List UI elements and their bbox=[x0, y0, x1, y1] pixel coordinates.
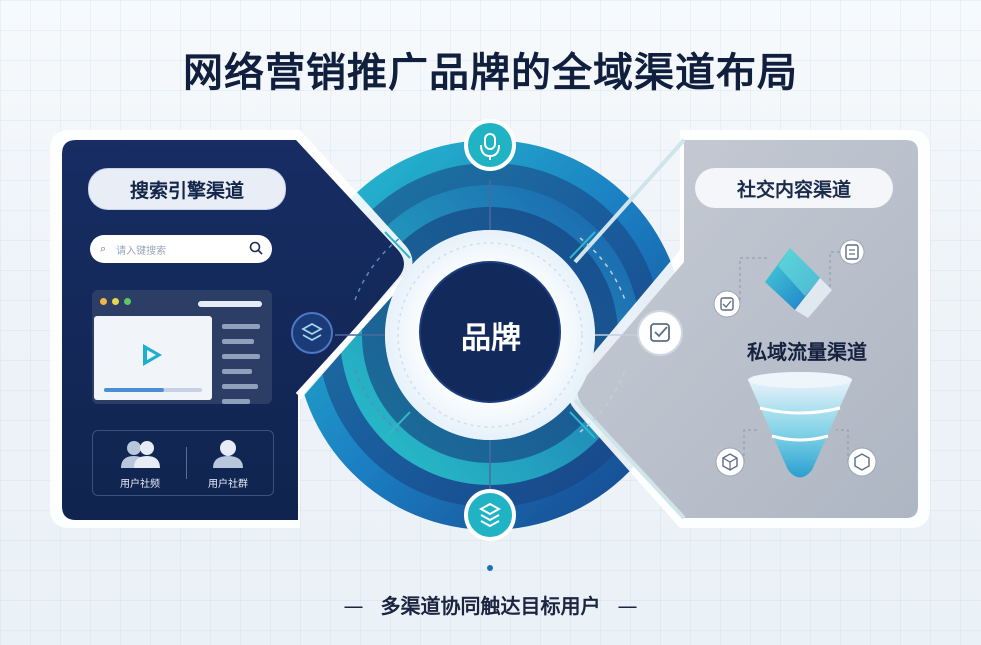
user-item-1[interactable]: 用户社频 bbox=[105, 439, 175, 490]
header-line bbox=[198, 301, 262, 307]
dash-left: — bbox=[343, 594, 364, 618]
stack-icon bbox=[464, 489, 516, 541]
hexagon-cube-icon bbox=[847, 447, 877, 477]
connector-dot bbox=[487, 565, 493, 571]
user-item-2[interactable]: 用户社群 bbox=[193, 439, 263, 490]
user-label-2: 用户社群 bbox=[208, 479, 248, 490]
right-panel bbox=[567, 130, 930, 528]
layers-icon bbox=[291, 312, 333, 354]
social-channel-heading: 社交内容渠道 bbox=[695, 168, 893, 208]
video-screen[interactable] bbox=[94, 316, 212, 400]
private-traffic-label: 私域流量渠道 bbox=[747, 340, 867, 364]
funnel-icon bbox=[748, 372, 852, 478]
search-channel-heading: 搜索引擎渠道 bbox=[88, 168, 286, 210]
user-divider bbox=[186, 447, 187, 479]
footer-tagline-row: — 多渠道协同触达目标用户 — bbox=[0, 590, 981, 619]
dashed-connector bbox=[739, 257, 770, 300]
brand-core bbox=[419, 261, 561, 403]
dashed-connector bbox=[743, 429, 760, 462]
search-input[interactable]: ⌕ 请入键搜索 bbox=[90, 235, 272, 263]
cube-icon bbox=[715, 447, 745, 477]
brand-label: 品牌 bbox=[461, 321, 521, 356]
search-placeholder: 请入键搜索 bbox=[116, 245, 167, 257]
play-icon[interactable] bbox=[136, 340, 166, 370]
video-player-card bbox=[92, 290, 272, 404]
user-label-1: 用户社频 bbox=[120, 479, 160, 490]
brand-diamond-icon bbox=[765, 248, 832, 318]
search-icon[interactable] bbox=[249, 240, 263, 259]
dash-right: — bbox=[617, 594, 638, 618]
dashed-connector bbox=[836, 429, 849, 462]
microphone-icon bbox=[464, 119, 516, 171]
user-icon bbox=[213, 440, 243, 468]
page-title: 网络营销推广品牌的全域渠道布局 bbox=[183, 50, 798, 96]
user-group-icon bbox=[121, 441, 160, 468]
content-lines bbox=[222, 324, 260, 404]
window-dots bbox=[100, 298, 131, 305]
document-icon bbox=[839, 239, 865, 265]
user-community-box: 用户社频 用户社群 bbox=[92, 430, 274, 496]
check-doc-icon bbox=[713, 290, 741, 318]
search-prefix-icon: ⌕ bbox=[100, 242, 107, 255]
footer-tagline: 多渠道协同触达目标用户 bbox=[380, 594, 601, 618]
video-progress[interactable] bbox=[104, 388, 202, 392]
check-square-icon bbox=[637, 310, 683, 356]
